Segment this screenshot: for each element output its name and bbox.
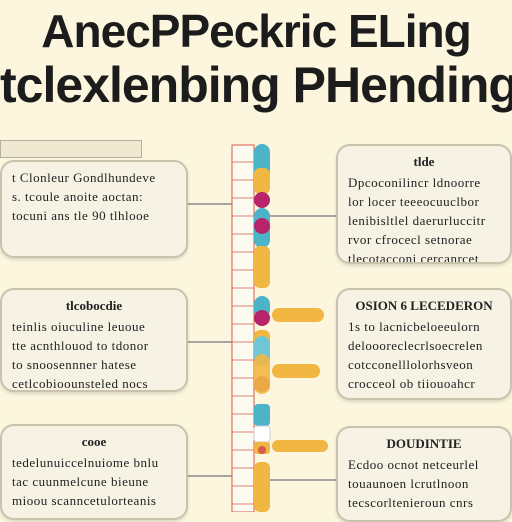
event-card-left-2: tlcobocdie teinlis oiuculine leuoue tte … (0, 288, 188, 392)
dot-magenta-2 (254, 218, 270, 234)
pill-orange-3 (254, 354, 270, 394)
card-text-line: tecscorltenieroun cnrs (348, 495, 474, 510)
pill-orange-top (254, 168, 270, 194)
page-subtitle: tclexlenbing PHending (0, 57, 512, 113)
timeline-rail (231, 144, 255, 512)
dot-red-bottom (258, 446, 266, 454)
card-text-line: s. tcoule anoite aoctan: (12, 189, 144, 204)
pill-orange-5 (254, 462, 270, 512)
bar-orange-right-2 (272, 308, 324, 322)
card-text-line: touaunoen lcrutlnoon (348, 476, 469, 491)
event-card-left-3: cooe tedelunuiccelnuiome bnlu tac cuunme… (0, 424, 188, 520)
card-title: OSION 6 LECEDERON (355, 298, 493, 313)
card-text-line: tedelunuiccelnuiome bnlu (12, 455, 159, 470)
card-title: tlde (413, 154, 435, 169)
page-title: AnecPPeckric ELing (41, 5, 471, 57)
card-title: DOUDINTIE (386, 436, 462, 451)
card-text-line: Ecdoo ocnot netceurlel (348, 457, 479, 472)
card-text-line: 1s to lacnicbeloeeulorn (348, 319, 481, 334)
card-text-line: mioou scanncetulorteanis (12, 493, 157, 508)
event-card-left-1: t Clonleur Gondlhundeve s. tcoule anoite… (0, 160, 188, 258)
pill-white-4 (253, 425, 271, 443)
bar-orange-right-2b (272, 364, 320, 378)
pill-column (253, 144, 271, 512)
card-text-line: tlecotacconi cercanrcet (348, 251, 479, 264)
pill-teal-4 (254, 404, 270, 426)
dot-magenta-1 (254, 192, 270, 208)
card-text-line: deloooreclecrlsoecrelen (348, 338, 483, 353)
card-text-line: lor locer teeeocuuclbor (348, 194, 480, 209)
event-card-right-1: tlde Dpcoconilincr ldnoorre lor locer te… (336, 144, 512, 264)
card-text-line: tac cuunmelcune bieune (12, 474, 149, 489)
card-text-line: tocuni ans tle 90 tlhlooe (12, 208, 150, 223)
card-text-line: cotcconelllolorhsveon (348, 357, 474, 372)
card-title: tlcobocdie (65, 298, 123, 313)
card-text-line: crocceol ob tiiouoahcr (348, 376, 476, 391)
card-text-line: Dpcoconilincr ldnoorre (348, 175, 481, 190)
card-text-line: rvor cfrocecl setnorae (348, 232, 473, 247)
card-text-line: t Clonleur Gondlhundeve (12, 170, 156, 185)
event-card-right-2: OSION 6 LECEDERON 1s to lacnicbeloeeulor… (336, 288, 512, 400)
card-text-line: cetlcobioounsteled nocs (12, 376, 149, 391)
card-text-line: teinlis oiuculine leuoue (12, 319, 146, 334)
card-title: cooe (81, 434, 107, 449)
card-text-line: lenibisltlel daerurluccitr (348, 213, 486, 228)
header-tab-bar (0, 140, 142, 158)
bar-orange-right-3 (272, 440, 328, 452)
dot-magenta-3 (254, 310, 270, 326)
card-text-line: to snoosennner hatese (12, 357, 137, 372)
event-card-right-3: DOUDINTIE Ecdoo ocnot netceurlel touauno… (336, 426, 512, 522)
pill-orange-long (254, 246, 270, 288)
card-text-line: tte acnthlouod to tdonor (12, 338, 149, 353)
